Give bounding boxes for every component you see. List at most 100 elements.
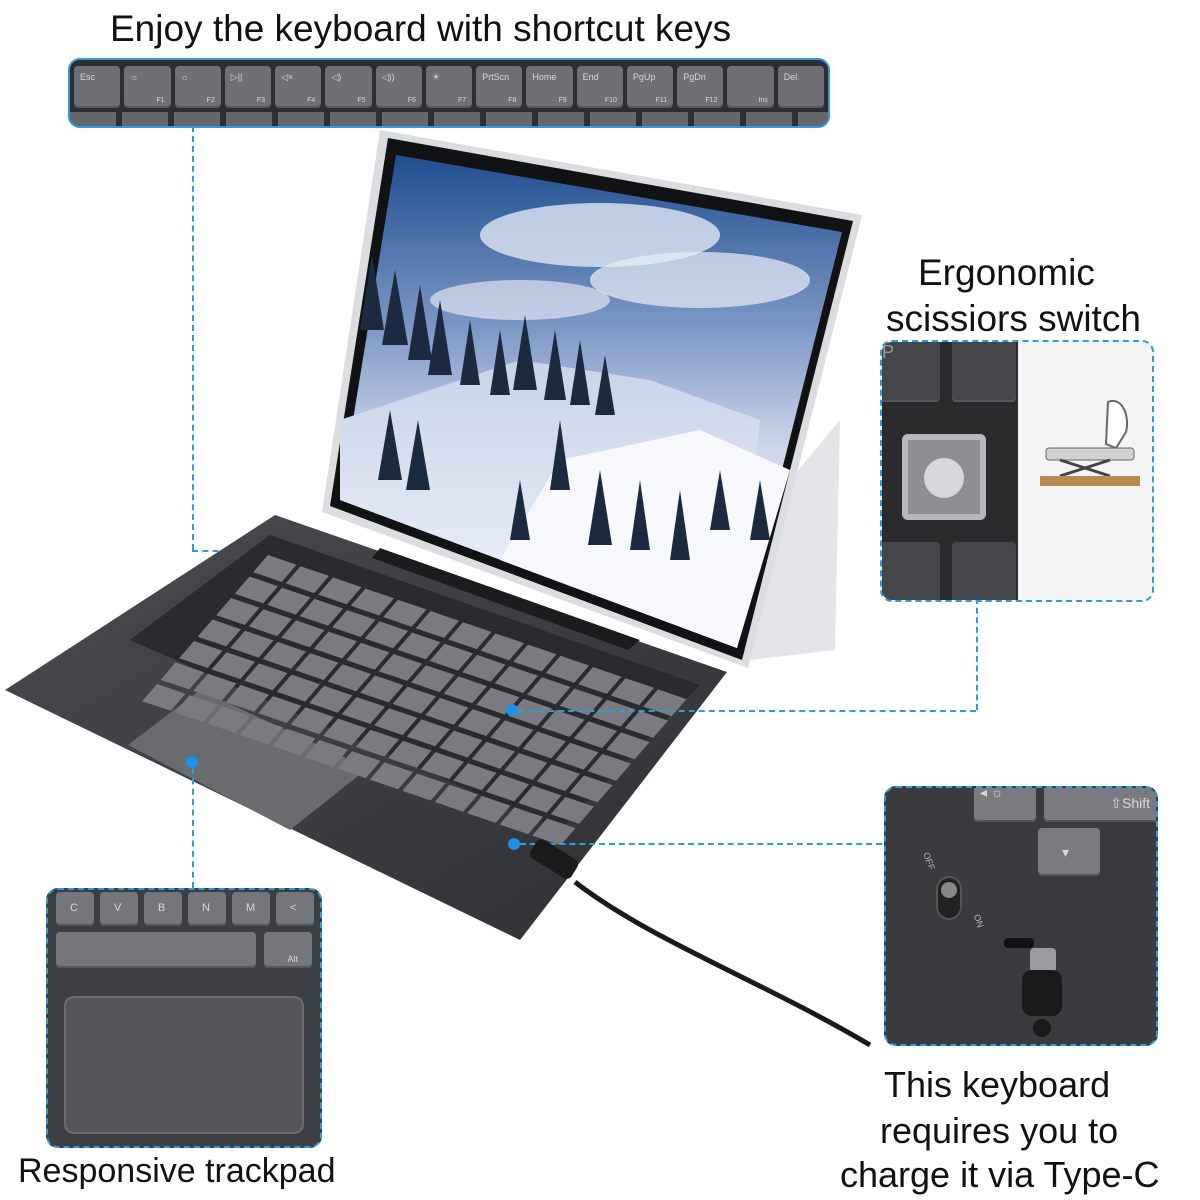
keyboard-key [179, 641, 223, 668]
keyboard-key [467, 796, 511, 823]
keyboard-key [197, 619, 241, 647]
keyboard-key [267, 587, 311, 615]
space-bar [56, 932, 256, 968]
keyboard-key [411, 665, 455, 693]
key-p: P [882, 342, 940, 402]
trackpad-row-key: B [144, 892, 182, 926]
scissor-mechanism [902, 434, 986, 520]
down-arrow-key: ▾ [1038, 828, 1100, 876]
trackpad-caption: Responsive trackpad [18, 1152, 336, 1190]
keyboard-key [494, 666, 538, 693]
keyboard-key [313, 631, 357, 659]
keyboard-key [425, 697, 469, 725]
keyboard-key [504, 753, 548, 780]
function-key: ☼F1 [124, 66, 171, 108]
scissors-leader-horizontal [518, 710, 976, 712]
usb-c-port [1004, 938, 1034, 948]
shortcut-keys-caption: Enjoy the keyboard with shortcut keys [110, 8, 732, 49]
keyboard-key [457, 709, 501, 736]
keyboard-key [443, 676, 487, 704]
function-key: ◁×F4 [275, 66, 322, 108]
trackpad-closeup [64, 996, 304, 1134]
keyboard-key [258, 696, 302, 723]
key-bottom-left [882, 542, 940, 600]
scissors-leader-vertical [976, 598, 978, 710]
trackpad-row-key: N [188, 892, 226, 926]
keyboard-key [234, 576, 278, 604]
trackpad-row-key: C [56, 892, 94, 926]
switch-off-label: OFF [921, 850, 937, 872]
keyboard-key [499, 807, 543, 835]
number-row-hint [70, 112, 828, 126]
scissors-caption-line1: Ergonomic [918, 252, 1095, 293]
keyboard-key [299, 598, 343, 626]
kickstand [750, 420, 840, 660]
keyboard-key [346, 642, 390, 670]
keyboard-key [337, 751, 381, 779]
keyboard-key [536, 764, 580, 792]
keyboard-key [211, 652, 255, 680]
keyboard-key [262, 641, 306, 669]
keyboard-key [518, 785, 562, 813]
pen-slot [372, 548, 640, 650]
keyboard-key [480, 633, 524, 661]
keyboard-key [244, 663, 288, 691]
keyboard-key [550, 796, 594, 824]
keyboard-key [295, 653, 339, 680]
keyboard-key [545, 655, 589, 683]
keyboard-key [248, 609, 292, 637]
trackpad-dot [186, 756, 198, 768]
function-key: ☼F2 [174, 66, 221, 108]
trackpad-row-key: < [276, 892, 314, 926]
keyboard-key [402, 773, 446, 801]
keyboard-key [318, 577, 362, 605]
keyboard-key [272, 728, 316, 756]
keyboard-key [160, 662, 204, 690]
keyboard-key [350, 588, 394, 616]
scissors-switch-callout: P [880, 340, 1154, 602]
keyboard-key [462, 654, 506, 682]
keyboard-key [569, 775, 613, 803]
keyboard-key [532, 818, 576, 846]
function-key: Ins [727, 66, 774, 108]
function-key: ☀F7 [425, 66, 473, 108]
keyboard-closeup: P [882, 342, 1018, 600]
charge-leader [520, 843, 882, 845]
keyboard-key [341, 697, 385, 724]
keyboard-key [415, 611, 459, 638]
keyboard-key [364, 621, 408, 649]
charge-caption-line2: requires you to [880, 1110, 1119, 1151]
keyboard-key [587, 753, 631, 781]
keyboard-key [239, 717, 283, 745]
keyboard-key [397, 632, 441, 660]
keyboard-key [216, 598, 260, 625]
function-key: ◁)F5 [325, 66, 372, 108]
keyboard-key [142, 684, 186, 711]
keyboard-key [290, 707, 334, 735]
scissors-dot [506, 704, 518, 716]
shortcut-leader-vertical [192, 126, 194, 550]
keyboard-key [429, 643, 473, 671]
keyboard-key [309, 685, 353, 713]
keyboard-key [606, 732, 650, 760]
trackpad-row-key: M [232, 892, 270, 926]
keyboard-key [378, 654, 422, 681]
key-bottom-right [952, 542, 1016, 600]
switch-on-label: ON [971, 912, 986, 930]
function-key: Del [777, 66, 824, 108]
keyboard-key [323, 718, 367, 746]
keyboard-key [559, 688, 603, 716]
keyboard-key [485, 774, 529, 802]
charge-dot [508, 838, 520, 850]
key-neighbor [952, 342, 1016, 402]
keyboard-key [360, 675, 404, 703]
trackpad-leader [192, 768, 194, 888]
